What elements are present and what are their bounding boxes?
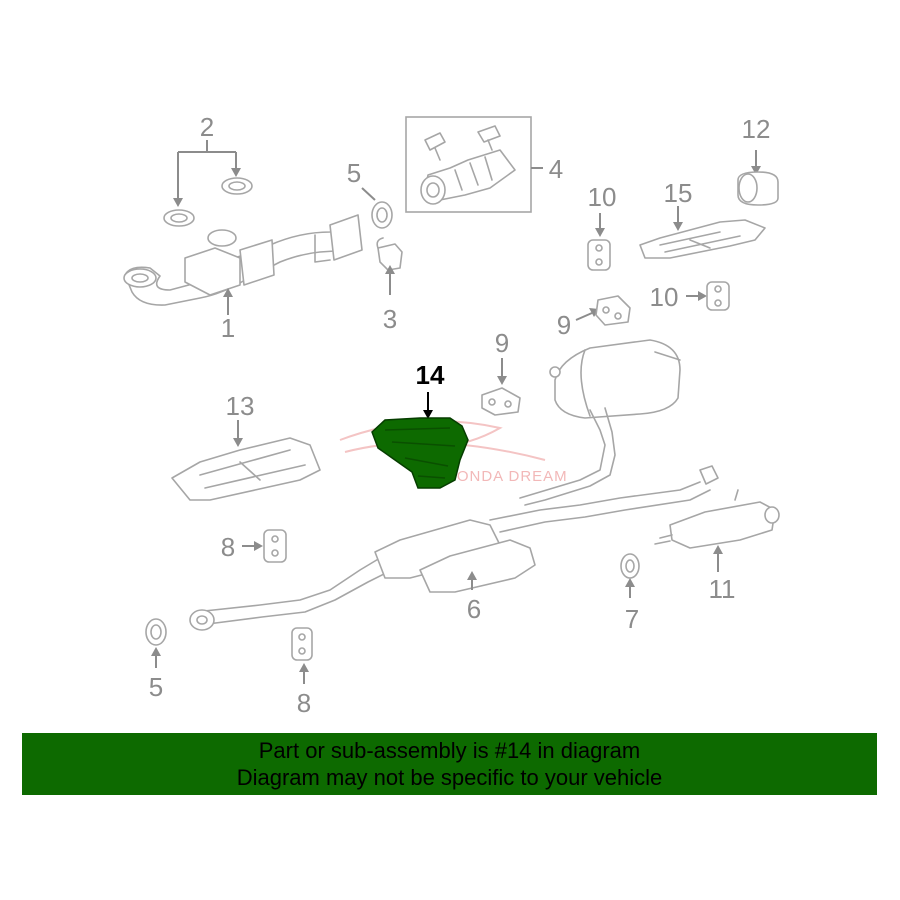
callout-11: 11	[709, 574, 736, 604]
callout-10-right: 10	[650, 282, 679, 312]
part-12-ring[interactable]	[737, 150, 779, 206]
callout-3: 3	[383, 304, 397, 334]
banner-line-2: Diagram may not be specific to your vehi…	[236, 765, 663, 790]
part-6-center-pipe[interactable]	[189, 465, 719, 631]
part-4-converter-kit[interactable]	[405, 116, 543, 213]
callout-14-highlighted: 14	[416, 360, 445, 390]
callout-10-upper: 10	[588, 182, 617, 212]
callout-12: 12	[742, 114, 771, 144]
part-main-muffler[interactable]	[519, 339, 681, 506]
part-5-gasket-upper[interactable]	[361, 187, 393, 229]
callout-2: 2	[200, 112, 214, 142]
part-5-gasket-lower[interactable]	[145, 618, 167, 668]
part-11-tail-muffler[interactable]	[654, 489, 780, 572]
part-8-hanger-middle[interactable]	[242, 529, 287, 563]
part-9-bracket-right[interactable]	[575, 295, 631, 326]
watermark-text: HONDA DREAM	[445, 468, 568, 485]
part-7-gasket[interactable]	[620, 553, 640, 598]
callout-8-lower: 8	[297, 688, 311, 718]
part-10-hanger-upper[interactable]	[587, 213, 611, 271]
callout-9-right: 9	[557, 310, 571, 340]
callout-9-center: 9	[495, 328, 509, 358]
callout-4: 4	[549, 154, 563, 184]
part-2-gaskets[interactable]	[163, 140, 253, 227]
part-9-bracket-center[interactable]	[481, 358, 521, 416]
part-8-hanger-lower[interactable]	[291, 627, 313, 684]
callout-5-upper: 5	[347, 158, 361, 188]
banner-line-1: Part or sub-assembly is #14 in diagram	[258, 738, 641, 763]
part-info-banner: Part or sub-assembly is #14 in diagram D…	[22, 733, 877, 795]
callout-5-lower: 5	[149, 672, 163, 702]
callout-1: 1	[221, 313, 235, 343]
part-13-heat-shield[interactable]	[171, 420, 321, 501]
part-3-clamp[interactable]	[376, 237, 403, 295]
callout-15: 15	[664, 178, 693, 208]
callout-13: 13	[226, 391, 255, 421]
callout-7: 7	[625, 604, 639, 634]
callout-6: 6	[467, 594, 481, 624]
part-1-front-pipe[interactable]	[123, 214, 363, 315]
part-14-heat-shield-highlighted[interactable]	[371, 392, 469, 489]
part-10-hanger-right[interactable]	[686, 281, 730, 311]
part-15-heat-shield[interactable]	[639, 206, 766, 259]
callout-8-middle: 8	[221, 532, 235, 562]
